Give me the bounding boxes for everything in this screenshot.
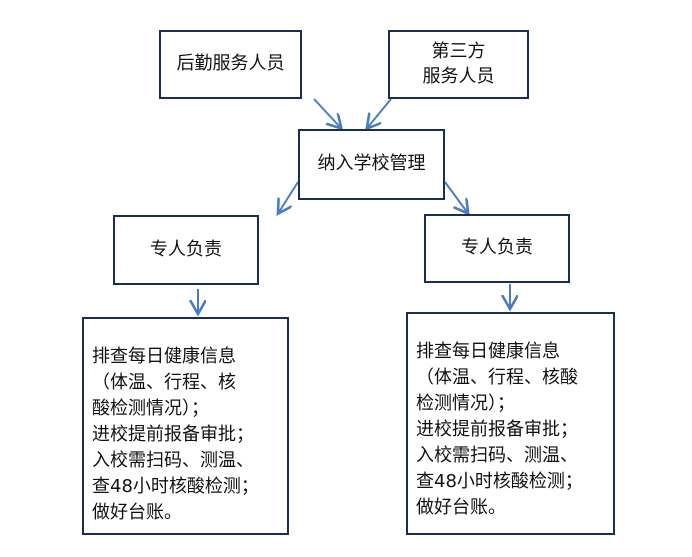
details-right-line: 排查每日健康信息	[416, 341, 560, 362]
details-right-line: 检测情况）；	[416, 393, 515, 414]
school-management-box: 纳入学校管理	[298, 129, 445, 200]
details-left-line: 酸检测情况）；	[92, 398, 209, 419]
details-right-box: 排查每日健康信息 （体温、行程、核酸 检测情况）； 进校提前报备审批； 入校需扫…	[406, 312, 615, 535]
details-right-line: 入校需扫码、测温、	[416, 445, 578, 466]
arrow-logistics-to-management	[313, 98, 340, 127]
arrow-management-to-right	[444, 181, 467, 212]
details-right-line: 做好台账。	[416, 497, 506, 518]
details-left-line: 查48小时核酸检测；	[92, 476, 259, 497]
third-party-staff-box: 第三方 服务人员	[388, 30, 529, 99]
school-management-label: 纳入学校管理	[317, 153, 426, 175]
details-left-line: 做好台账。	[92, 502, 182, 523]
third-party-staff-label: 第三方 服务人员	[422, 41, 495, 87]
arrow-thirdparty-to-management	[368, 98, 392, 127]
details-left-line: （体温、行程、核	[92, 372, 236, 393]
person-in-charge-left-box: 专人负责	[113, 215, 259, 285]
logistics-staff-label: 后勤服务人员	[176, 53, 285, 75]
person-in-charge-right-box: 专人负责	[424, 214, 570, 283]
details-right-line: 查48小时核酸检测；	[416, 471, 583, 492]
person-in-charge-left-label: 专人负责	[150, 238, 222, 260]
logistics-staff-box: 后勤服务人员	[159, 30, 302, 99]
person-in-charge-right-label: 专人负责	[461, 237, 533, 259]
details-left-line: 入校需扫码、测温、	[92, 450, 254, 471]
details-right-line: 进校提前报备审批；	[416, 419, 578, 440]
details-left-box: 排查每日健康信息 （体温、行程、核 酸检测情况）； 进校提前报备审批； 入校需扫…	[82, 317, 289, 535]
details-left-line: 进校提前报备审批；	[92, 424, 254, 445]
arrow-management-to-left	[279, 181, 299, 212]
details-left-line: 排查每日健康信息	[92, 346, 236, 367]
details-right-line: （体温、行程、核酸	[416, 367, 578, 388]
